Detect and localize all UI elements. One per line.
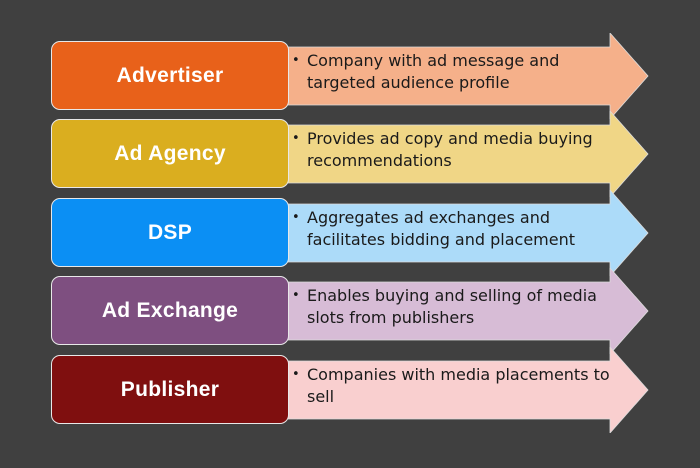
role-description: • Provides ad copy and media buying reco… — [292, 128, 622, 172]
bullet-icon: • — [292, 210, 300, 225]
role-title: Advertiser — [116, 63, 224, 87]
role-box: Publisher — [51, 355, 289, 424]
row-dsp: DSP • Aggregates ad exchanges and facili… — [0, 190, 700, 276]
role-box: Advertiser — [51, 41, 289, 110]
bullet-icon: • — [292, 131, 300, 146]
arrow-shape — [282, 268, 649, 354]
bullet-icon: • — [292, 53, 300, 68]
description-text: Company with ad message and targeted aud… — [307, 51, 560, 92]
row-publisher: Publisher • Companies with media placeme… — [0, 347, 700, 433]
bullet-icon: • — [292, 288, 300, 303]
role-box: DSP — [51, 198, 289, 267]
role-title: DSP — [147, 220, 193, 244]
role-description: • Company with ad message and targeted a… — [292, 50, 622, 94]
role-title: Ad Exchange — [101, 298, 239, 322]
role-box: Ad Exchange — [51, 276, 289, 345]
arrow-shape — [282, 111, 649, 197]
arrow-shape — [282, 190, 649, 276]
description-text: Enables buying and selling of media slot… — [307, 286, 597, 327]
row-ad-exchange: Ad Exchange • Enables buying and selling… — [0, 268, 700, 354]
description-text: Provides ad copy and media buying recomm… — [307, 129, 593, 170]
role-title: Publisher — [120, 377, 220, 401]
role-title: Ad Agency — [114, 141, 226, 165]
row-ad-agency: Ad Agency • Provides ad copy and media b… — [0, 111, 700, 197]
row-advertiser: Advertiser • Company with ad message and… — [0, 33, 700, 119]
role-description: • Companies with media placements to sel… — [292, 364, 622, 408]
role-description: • Enables buying and selling of media sl… — [292, 285, 622, 329]
description-text: Aggregates ad exchanges and facilitates … — [307, 208, 576, 249]
role-description: • Aggregates ad exchanges and facilitate… — [292, 207, 622, 251]
description-text: Companies with media placements to sell — [307, 365, 610, 406]
arrow-shape — [282, 347, 649, 433]
role-box: Ad Agency — [51, 119, 289, 188]
bullet-icon: • — [292, 367, 300, 382]
arrow-shape — [282, 33, 649, 119]
